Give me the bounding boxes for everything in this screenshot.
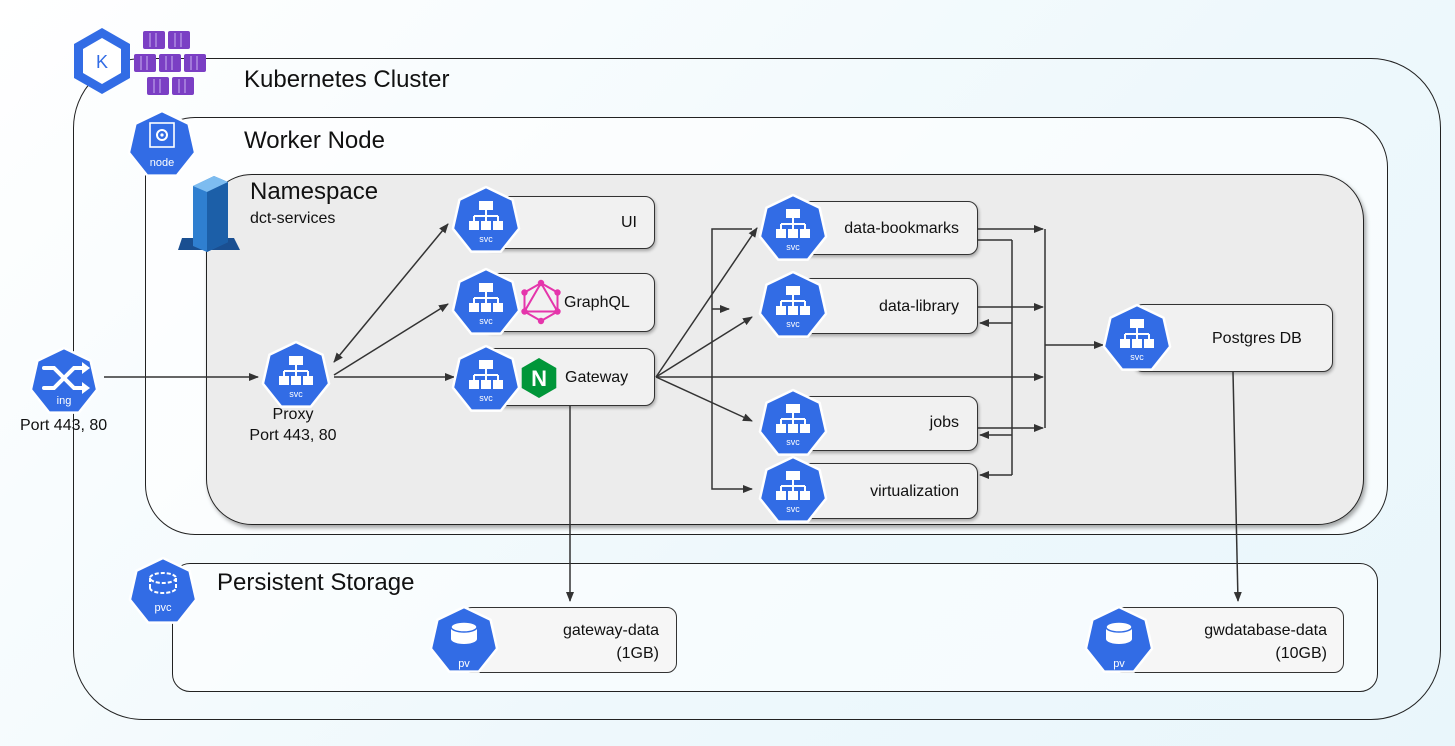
- jobs-service-label: jobs: [929, 414, 959, 431]
- data-library-icon-label: svc: [786, 319, 800, 329]
- jobs-icon-label: svc: [786, 437, 800, 447]
- kubernetes-service-logo: K: [74, 28, 206, 95]
- ui-service-label: UI: [621, 214, 637, 231]
- gwdatabase-data-pv-icon-label: pv: [1113, 658, 1125, 670]
- gateway-service-label: Gateway: [565, 369, 629, 386]
- graphql-logo-icon: [521, 279, 561, 325]
- namespace-icon: [178, 176, 240, 252]
- ingress-icon: [29, 346, 99, 414]
- node-icon-label: node: [149, 157, 175, 169]
- data-bookmarks-service-label: data-bookmarks: [844, 220, 959, 237]
- pvc-icon: [128, 556, 198, 624]
- gateway-data-volume-size: (1GB): [616, 645, 659, 662]
- gateway-data-pv-icon: [429, 605, 499, 673]
- gwdatabase-data-volume-size: (10GB): [1275, 645, 1327, 662]
- postgres-service-label: Postgres DB: [1212, 330, 1302, 347]
- ui-icon-label: svc: [479, 234, 493, 244]
- svg-text:K: K: [96, 52, 108, 72]
- proxy-port-label: Port 443, 80: [249, 427, 337, 444]
- pvc-icon-label: pvc: [154, 602, 172, 614]
- gwdatabase-data-volume-name: gwdatabase-data: [1204, 622, 1327, 639]
- gateway-data-volume-name: gateway-data: [562, 622, 659, 639]
- virtualization-service-label: virtualization: [870, 483, 959, 500]
- nginx-logo-icon: N: [521, 358, 557, 398]
- data-bookmarks-icon-label: svc: [786, 242, 800, 252]
- ingress-icon-label: ing: [56, 395, 72, 407]
- proxy-name-label: Proxy: [272, 406, 314, 423]
- gateway-data-volume-box[interactable]: [462, 607, 677, 673]
- connectors: [104, 223, 1242, 602]
- data-library-service-label: data-library: [878, 298, 959, 315]
- gwdatabase-data-volume-box[interactable]: [1113, 607, 1344, 673]
- worker-node-title: Worker Node: [244, 127, 385, 154]
- namespace-title: Namespace: [250, 178, 379, 205]
- ingress-port-label: Port 443, 80: [20, 417, 108, 434]
- proxy-icon-label: svc: [289, 389, 303, 399]
- graphql-icon-label: svc: [479, 316, 493, 326]
- cluster-title: Kubernetes Cluster: [244, 66, 450, 93]
- nginx-logo-letter: N: [531, 366, 547, 391]
- gwdatabase-data-pv-icon: [1084, 605, 1154, 673]
- graphql-service-label: GraphQL: [564, 294, 630, 311]
- virtualization-icon-label: svc: [786, 504, 800, 514]
- gateway-icon-label: svc: [479, 393, 493, 403]
- postgres-icon-label: svc: [1130, 352, 1144, 362]
- gateway-data-pv-icon-label: pv: [458, 658, 470, 670]
- namespace-name: dct-services: [250, 210, 336, 227]
- persistent-storage-title: Persistent Storage: [217, 569, 415, 596]
- node-icon: [127, 109, 197, 177]
